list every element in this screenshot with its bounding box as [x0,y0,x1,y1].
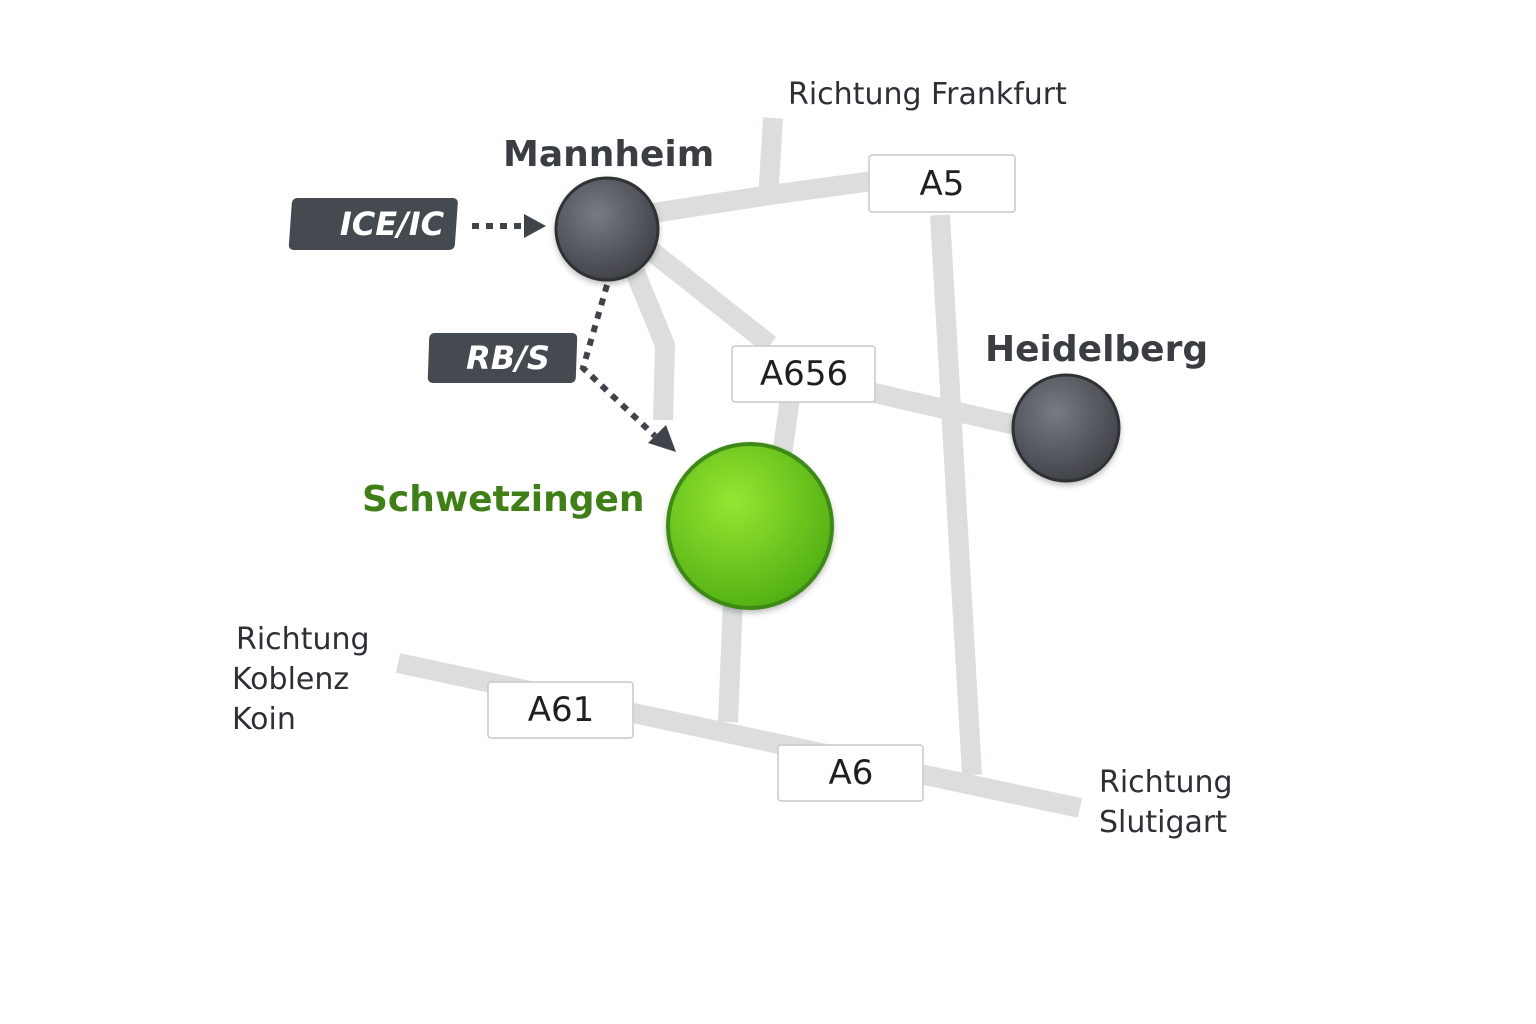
road-label-a6: A6 [777,744,924,802]
heidelberg-label: Heidelberg [985,329,1208,370]
road-label-a61: A61 [487,681,634,739]
direction-koblenz-line3: Koin [232,702,296,737]
svg-text:ICE/IC: ICE/IC [340,205,445,243]
direction-koblenz-line1: Richtung [236,622,370,657]
road-network [395,117,1083,818]
svg-text:A6: A6 [829,753,874,793]
svg-text:A61: A61 [528,690,595,730]
road-a656-heidelberg [867,382,1018,435]
ice-ic-tag: ICE/IC [288,198,458,250]
road-schwetzingen-south [718,599,743,723]
schwetzingen-marker[interactable] [666,442,834,610]
direction-stuttgart-line2: Slutigart [1099,805,1227,840]
train-connections [472,214,676,452]
road-label-a5: A5 [868,154,1016,213]
road-mannheim-schwetzingen [625,268,675,421]
schwetzingen-label: Schwetzingen [362,479,645,520]
mannheim-label: Mannheim [503,134,714,175]
rb-s-tag: RB/S [427,333,578,383]
direction-frankfurt: Richtung Frankfurt [788,77,1067,112]
svg-text:RB/S: RB/S [466,339,550,377]
road-mannheim-a656 [643,242,777,353]
rb-arrow-line [579,284,658,439]
svg-text:A656: A656 [760,354,848,394]
svg-text:A5: A5 [920,164,965,204]
road-label-a656: A656 [731,345,876,403]
road-a656-schwetzingen [772,396,800,457]
direction-stuttgart-line1: Richtung [1099,765,1233,800]
mannheim-marker[interactable] [554,176,660,282]
road-frankfurt-branch [758,117,783,201]
direction-koblenz-line2: Koblenz [232,662,349,697]
ice-arrowhead [524,214,546,238]
heidelberg-marker[interactable] [1011,373,1121,483]
rb-arrowhead [648,425,676,452]
road-a5-north-south [930,214,982,776]
